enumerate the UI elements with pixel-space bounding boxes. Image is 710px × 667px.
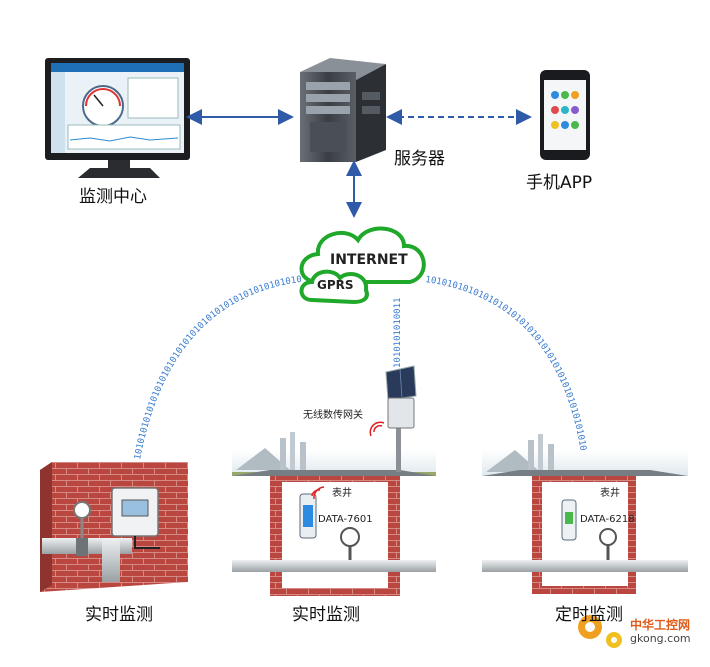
meter-well-site-1 bbox=[232, 432, 436, 596]
monitoring-center-label: 监测中心 bbox=[79, 187, 147, 207]
device-label-1: DATA-7601 bbox=[318, 514, 373, 525]
realtime-label-2: 实时监测 bbox=[292, 605, 360, 625]
binary-right: 1010101010101010101010101010101010101010… bbox=[425, 275, 589, 457]
brick-wall-site bbox=[40, 462, 188, 592]
gateway-pole bbox=[369, 365, 417, 472]
meter-well-label-1: 表井 bbox=[332, 488, 352, 499]
server-label: 服务器 bbox=[394, 149, 445, 169]
realtime-label-1: 实时监测 bbox=[85, 605, 153, 625]
mobile-app-label: 手机APP bbox=[526, 173, 593, 193]
binary-center: 1010101010011 bbox=[393, 298, 403, 368]
scheduled-label: 定时监测 bbox=[555, 605, 623, 625]
meter-well-site-2 bbox=[482, 434, 688, 594]
watermark-text: 中华工控网 bbox=[630, 618, 691, 632]
gprs-label: GPRS bbox=[317, 278, 354, 292]
wireless-gateway-label: 无线数传网关 bbox=[303, 410, 363, 421]
internet-label: INTERNET bbox=[330, 252, 408, 268]
meter-well-label-2: 表井 bbox=[600, 488, 620, 499]
device-label-2: DATA-6218 bbox=[580, 514, 635, 525]
server-icon bbox=[300, 58, 386, 162]
watermark-url: gkong.com bbox=[630, 632, 691, 645]
phone-icon bbox=[540, 70, 590, 160]
monitor-icon bbox=[45, 58, 190, 178]
internet-cloud bbox=[299, 226, 426, 305]
watermark-gear-icon bbox=[578, 615, 622, 648]
